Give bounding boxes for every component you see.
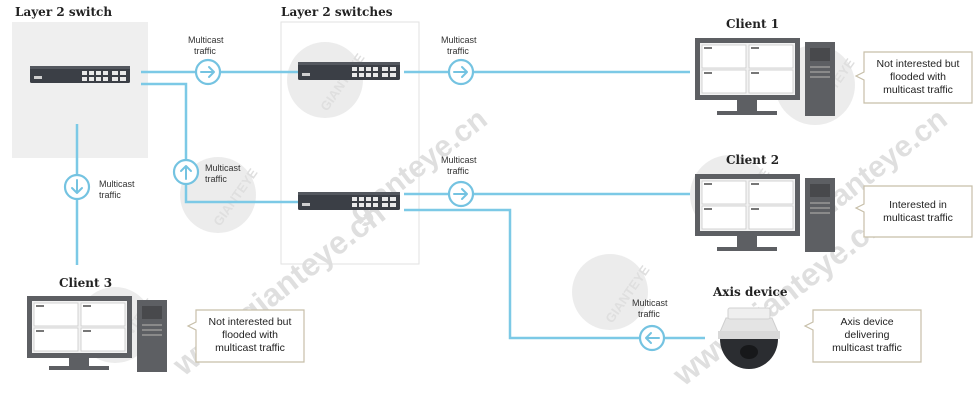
svg-text:Axis device: Axis device xyxy=(840,316,893,328)
arrow-right-icon xyxy=(447,58,475,86)
axis-device-title: Axis device xyxy=(712,285,788,299)
svg-text:flooded with: flooded with xyxy=(222,329,278,341)
svg-text:Multicast: Multicast xyxy=(441,155,477,165)
svg-text:Multicast: Multicast xyxy=(632,298,668,308)
svg-text:Multicast: Multicast xyxy=(99,179,135,189)
svg-text:multicast traffic: multicast traffic xyxy=(215,342,285,354)
client3-title: Client 3 xyxy=(59,276,112,290)
layer2-switch-title: Layer 2 switch xyxy=(15,5,112,19)
svg-text:flooded with: flooded with xyxy=(890,71,946,83)
traffic-label: Multicast traffic xyxy=(188,35,224,56)
dome-camera-icon xyxy=(718,307,780,369)
axis-note-callout: Axis device delivering multicast traffic xyxy=(803,309,922,363)
arrow-left-icon xyxy=(638,324,666,352)
svg-text:traffic: traffic xyxy=(447,166,469,176)
svg-text:Interested in: Interested in xyxy=(889,199,947,211)
traffic-label: Multicast traffic xyxy=(205,163,241,184)
svg-text:traffic: traffic xyxy=(638,309,660,319)
client1-computer-icon xyxy=(695,38,835,116)
client2-note-callout: Interested in multicast traffic xyxy=(854,185,973,238)
svg-text:traffic: traffic xyxy=(447,46,469,56)
client3-note-callout: Not interested but flooded with multicas… xyxy=(186,309,305,363)
svg-text:multicast traffic: multicast traffic xyxy=(832,342,902,354)
arrow-down-icon xyxy=(63,173,91,201)
svg-text:delivering: delivering xyxy=(845,329,890,341)
client1-title: Client 1 xyxy=(726,17,779,31)
layer2-switches-title: Layer 2 switches xyxy=(281,5,393,19)
svg-text:Multicast: Multicast xyxy=(205,163,241,173)
client1-note-callout: Not interested but flooded with multicas… xyxy=(854,51,973,104)
svg-text:Multicast: Multicast xyxy=(441,35,477,45)
traffic-label: Multicast traffic xyxy=(441,35,477,56)
traffic-label: Multicast traffic xyxy=(441,155,477,176)
traffic-label: Multicast traffic xyxy=(632,298,668,319)
arrow-right-icon xyxy=(447,180,475,208)
svg-text:Not interested but: Not interested but xyxy=(209,316,292,328)
svg-text:traffic: traffic xyxy=(194,46,216,56)
client2-title: Client 2 xyxy=(726,153,779,167)
layer2-switch-top-icon xyxy=(298,62,400,80)
client2-computer-icon xyxy=(695,174,835,252)
svg-text:Not interested but: Not interested but xyxy=(877,58,960,70)
arrow-right-icon xyxy=(194,58,222,86)
client3-computer-icon xyxy=(27,296,167,372)
svg-text:Multicast: Multicast xyxy=(188,35,224,45)
svg-text:traffic: traffic xyxy=(99,190,121,200)
layer2-switch-panel xyxy=(12,22,148,158)
arrow-up-icon xyxy=(172,158,200,186)
layer2-switch-icon xyxy=(30,66,130,83)
layer2-switch-bottom-icon xyxy=(298,192,400,210)
svg-text:multicast traffic: multicast traffic xyxy=(883,84,953,96)
traffic-label: Multicast traffic xyxy=(99,179,135,200)
svg-text:multicast traffic: multicast traffic xyxy=(883,212,953,224)
svg-text:traffic: traffic xyxy=(205,174,227,184)
